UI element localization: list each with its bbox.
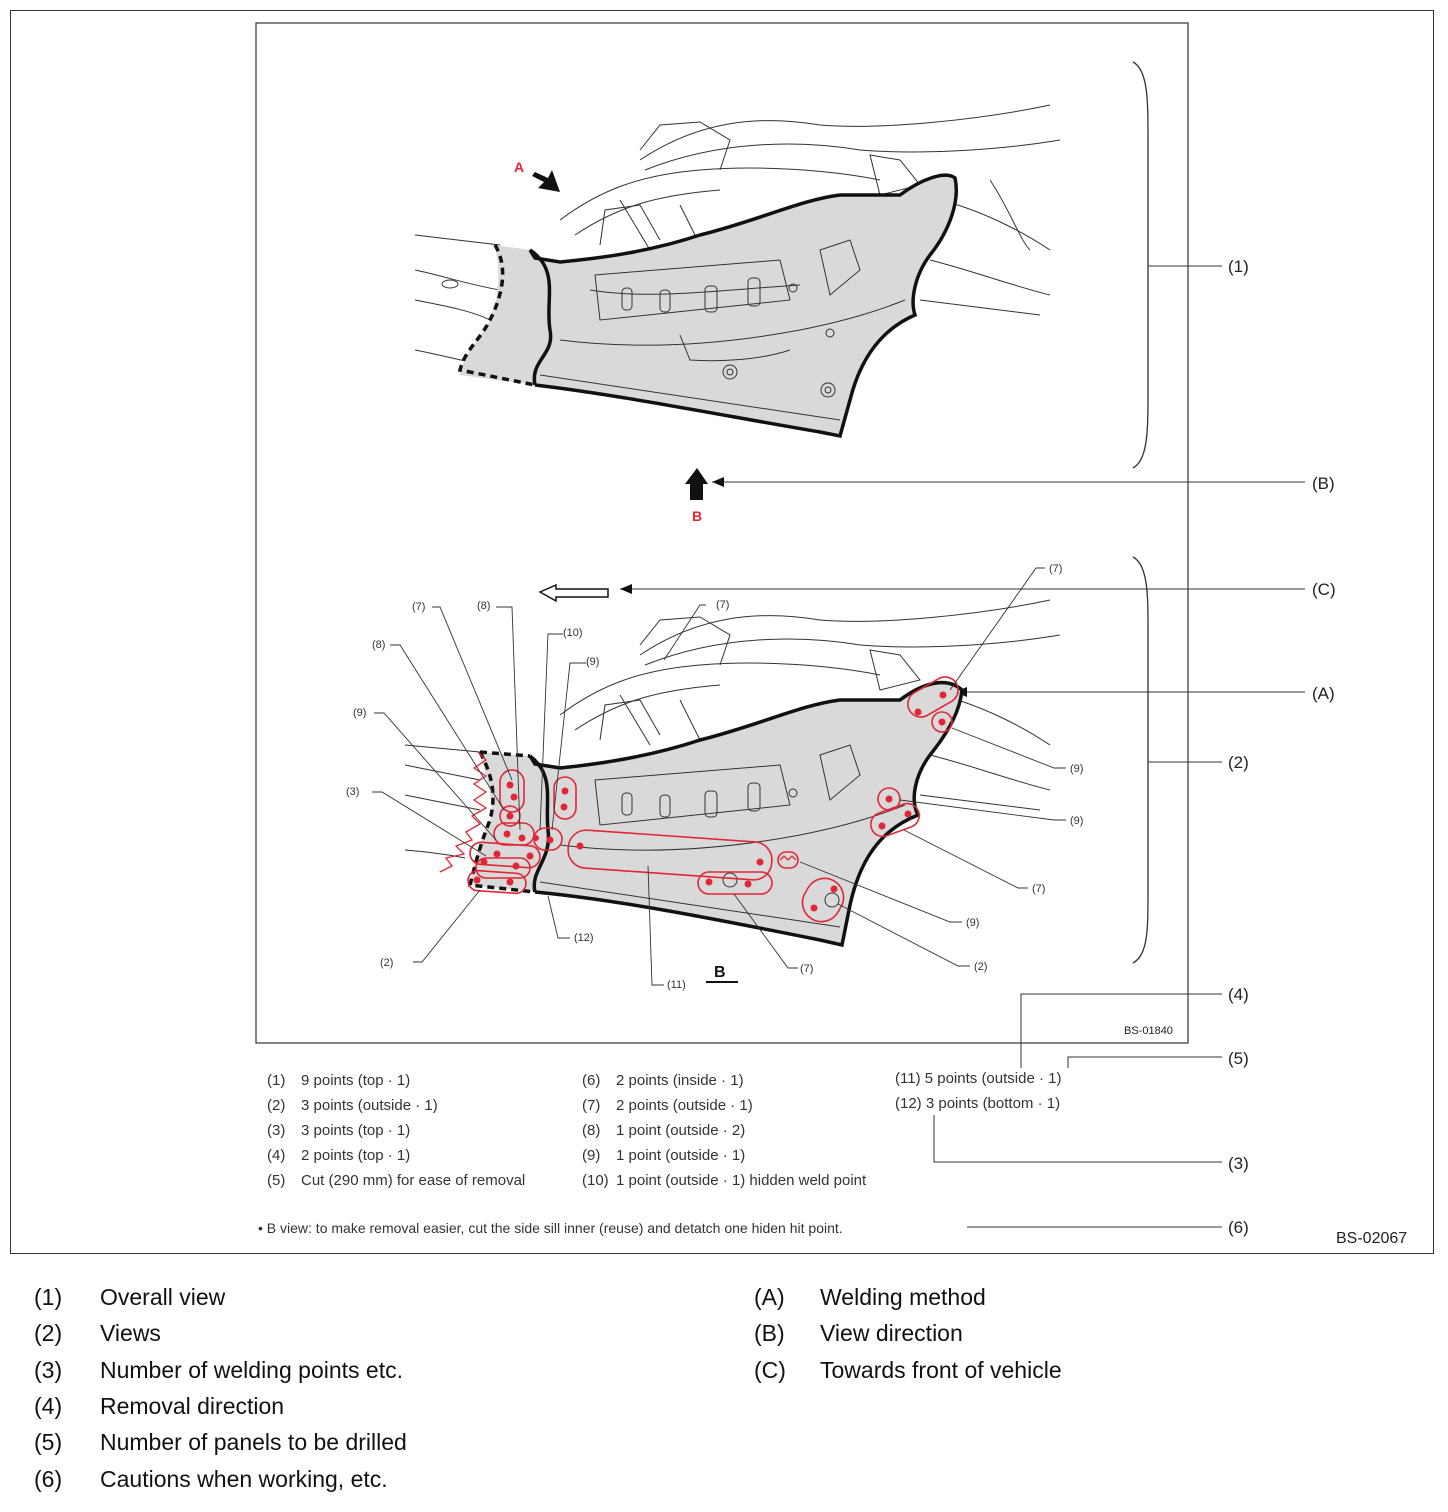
b-view-drawing	[404, 599, 1061, 859]
caption-12: (12) 3 points (bottom · 1)	[895, 1095, 1061, 1112]
inner-label-9c: (9)	[966, 917, 979, 929]
caption-2: (2)3 points (outside · 1)	[267, 1097, 438, 1114]
inner-label-7a: (7)	[412, 601, 425, 613]
inner-label-7c: (7)	[800, 963, 813, 975]
inner-label-7e: (7)	[1032, 883, 1045, 895]
inner-label-12: (12)	[574, 932, 594, 944]
inner-label-8b: (8)	[372, 639, 385, 651]
caption-4: (4)2 points (top · 1)	[267, 1147, 411, 1164]
weld-points	[473, 691, 947, 912]
inner-label-9e: (9)	[1070, 815, 1083, 827]
weld-diagram: A B	[255, 22, 1336, 1237]
legend-item-1: (1)Overall view	[34, 1284, 226, 1310]
callout-6: (6)	[1228, 1218, 1249, 1237]
caption-11: (11) 5 points (outside · 1)	[895, 1070, 1062, 1087]
caption-3: (3)3 points (top · 1)	[267, 1122, 411, 1139]
outer-figure-code: BS-02067	[1336, 1230, 1408, 1247]
callout-c: (C)	[1312, 580, 1336, 599]
caption-8: (8)1 point (outside · 2)	[582, 1122, 746, 1139]
inner-label-10: (10)	[563, 627, 583, 639]
inner-label-7b: (7)	[716, 599, 729, 611]
figure-frame	[10, 10, 1434, 1254]
inner-label-11: (11)	[667, 979, 686, 991]
b-view-panel-fill	[470, 682, 962, 945]
inner-figure-code: BS-01840	[1124, 1025, 1173, 1037]
inner-label-3: (3)	[346, 786, 359, 798]
legend-item-c: (C)Towards front of vehicle	[754, 1357, 1062, 1383]
b-view-title: B	[714, 964, 726, 981]
inner-frame	[255, 22, 1189, 1044]
inner-label-8a: (8)	[477, 600, 490, 612]
callout-a: (A)	[1312, 684, 1335, 703]
callout-2: (2)	[1228, 753, 1249, 772]
inner-label-9d: (9)	[1070, 763, 1083, 775]
caption-7: (7)2 points (outside · 1)	[582, 1097, 753, 1114]
caption-6: (6)2 points (inside · 1)	[582, 1072, 744, 1089]
legend-item-b: (B)View direction	[754, 1320, 963, 1346]
cut-line	[439, 751, 488, 873]
inner-label-9a: (9)	[586, 656, 599, 668]
b-view-panel-outline	[528, 680, 964, 948]
view-arrow-a	[532, 170, 560, 192]
callout-5: (5)	[1228, 1049, 1249, 1068]
bracket-overall	[1132, 61, 1149, 469]
weld-groups	[467, 676, 959, 923]
callout-1: (1)	[1228, 257, 1249, 276]
callout-4: (4)	[1228, 985, 1249, 1004]
caption-5: (5)Cut (290 mm) for ease of removal	[267, 1172, 526, 1189]
overall-panel-fill	[460, 175, 957, 436]
legend-item-5: (5)Number of panels to be drilled	[34, 1429, 407, 1455]
legend-item-6: (6)Cautions when working, etc.	[34, 1466, 388, 1492]
callout-b: (B)	[1312, 474, 1335, 493]
legend-item-2: (2)Views	[34, 1320, 161, 1346]
inner-label-7d: (7)	[1049, 563, 1062, 575]
view-label-a: A	[514, 159, 524, 175]
inner-label-9b: (9)	[353, 707, 366, 719]
callout-lines	[620, 265, 1305, 1228]
caption-9: (9)1 point (outside · 1)	[582, 1147, 746, 1164]
caution-note: • B view: to make removal easier, cut th…	[258, 1220, 843, 1236]
bracket-views	[1132, 556, 1149, 964]
legend-item-a: (A)Welding method	[754, 1284, 986, 1310]
legend-item-4: (4)Removal direction	[34, 1393, 285, 1419]
inner-label-2b: (2)	[974, 961, 987, 973]
legend-item-3: (3)Number of welding points etc.	[34, 1357, 403, 1383]
view-arrow-b	[685, 468, 708, 500]
b-view-leaders	[372, 567, 1066, 986]
front-direction-arrow	[538, 583, 609, 603]
overall-panel-outline	[528, 173, 958, 439]
caption-10: (10)1 point (outside · 1) hidden weld po…	[582, 1172, 867, 1189]
inner-label-2a: (2)	[380, 957, 393, 969]
view-label-b: B	[692, 508, 702, 524]
caption-1: (1)9 points (top · 1)	[267, 1072, 411, 1089]
callout-3: (3)	[1228, 1154, 1249, 1173]
overall-panel-details	[539, 239, 906, 421]
